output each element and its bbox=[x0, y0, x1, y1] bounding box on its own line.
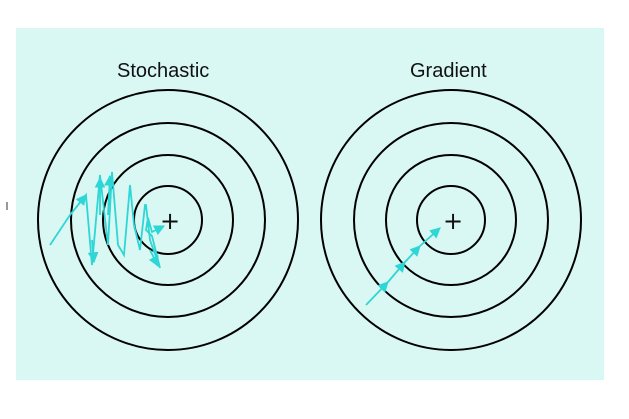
ring-3 bbox=[70, 122, 266, 318]
ring-inner bbox=[416, 185, 486, 255]
gradient-step-arrow bbox=[404, 245, 421, 263]
stochastic-step-arrow bbox=[104, 174, 115, 216]
stochastic-path-line bbox=[49, 171, 165, 269]
gradient-target bbox=[320, 89, 582, 351]
gradient-step-arrow bbox=[365, 281, 389, 306]
gradient-center-marker: + bbox=[443, 207, 463, 235]
stochastic-path bbox=[49, 171, 165, 269]
gradient-step-arrow bbox=[387, 261, 406, 283]
gradient-title: Gradient bbox=[410, 60, 487, 82]
gradient-step-arrow bbox=[419, 227, 441, 247]
stochastic-step-arrow bbox=[148, 249, 159, 267]
ring-outer bbox=[320, 89, 582, 351]
ring-2 bbox=[102, 154, 234, 286]
gradient-path bbox=[365, 227, 441, 306]
stochastic-title: Stochastic bbox=[117, 60, 210, 82]
ring-outer bbox=[37, 89, 299, 351]
stochastic-target bbox=[37, 89, 299, 351]
stochastic-step-arrow bbox=[69, 194, 87, 216]
stochastic-center-marker: + bbox=[160, 207, 180, 235]
ring-3 bbox=[353, 122, 549, 318]
edge-mark bbox=[6, 202, 8, 210]
stochastic-step-arrow bbox=[87, 239, 99, 264]
ring-2 bbox=[385, 154, 517, 286]
